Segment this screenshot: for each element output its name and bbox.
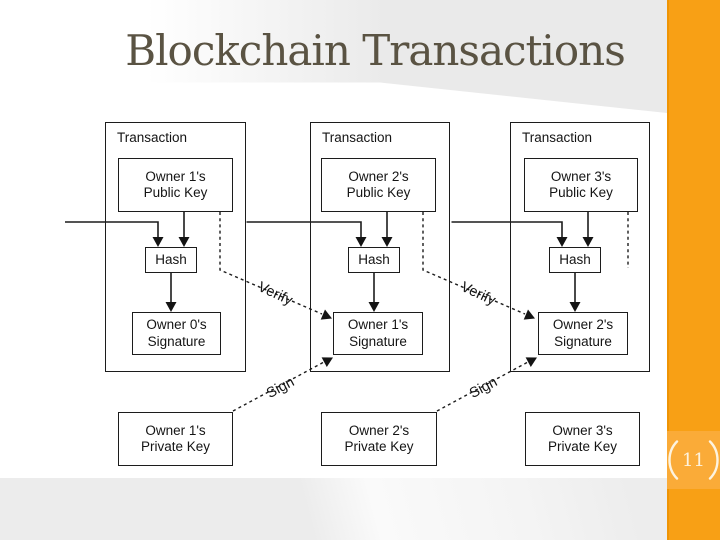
hash-2-label: Hash bbox=[358, 251, 390, 267]
owner3-private-key-line2: Private Key bbox=[547, 439, 618, 454]
transaction-3-label: Transaction bbox=[522, 130, 593, 145]
hash-1-label: Hash bbox=[155, 251, 187, 267]
hash-3-label: Hash bbox=[559, 251, 591, 267]
page-number-bracket-right-icon bbox=[708, 440, 719, 480]
owner1-signature-line2: Signature bbox=[349, 333, 407, 349]
owner2-private-key-line1: Owner 2's bbox=[348, 422, 410, 438]
owner1-public-key-box: Owner 1's Public Key bbox=[118, 158, 233, 212]
owner2-private-key-line2: Private Key bbox=[344, 439, 414, 454]
verify-label-1: Verify bbox=[255, 279, 295, 309]
page-number: 11 bbox=[682, 450, 705, 471]
owner1-public-key-line1: Owner 1's bbox=[145, 168, 206, 184]
hash-box-2: Hash bbox=[348, 247, 400, 273]
owner2-public-key-line1: Owner 2's bbox=[348, 168, 409, 184]
owner2-signature-line2: Signature bbox=[554, 333, 612, 349]
hash-box-1: Hash bbox=[145, 247, 197, 273]
slide-title: Blockchain Transactions bbox=[125, 26, 625, 75]
page-number-bracket-left-icon bbox=[668, 440, 679, 480]
owner2-signature-box: Owner 2's Signature bbox=[538, 312, 628, 355]
owner3-public-key-box: Owner 3's Public Key bbox=[524, 158, 638, 212]
owner3-public-key-line2: Public Key bbox=[549, 185, 613, 200]
owner2-public-key-line2: Public Key bbox=[346, 185, 411, 200]
transaction-1-label: Transaction bbox=[117, 130, 188, 145]
sign-label-2: Sign bbox=[466, 374, 501, 402]
owner3-private-key-box: Owner 3's Private Key bbox=[525, 412, 640, 466]
owner2-signature-line1: Owner 2's bbox=[552, 317, 614, 332]
verify-label-2: Verify bbox=[458, 279, 498, 309]
sign-label-1: Sign bbox=[263, 374, 298, 402]
owner0-signature-box: Owner 0's Signature bbox=[132, 312, 221, 355]
transaction-2-label: Transaction bbox=[322, 130, 393, 145]
owner1-signature-line1: Owner 1's bbox=[347, 317, 409, 332]
owner1-private-key-line2: Private Key bbox=[140, 439, 211, 454]
owner2-public-key-box: Owner 2's Public Key bbox=[321, 158, 436, 212]
owner2-private-key-box: Owner 2's Private Key bbox=[321, 412, 437, 466]
owner3-private-key-line1: Owner 3's bbox=[552, 422, 613, 438]
owner0-signature-line2: Signature bbox=[147, 333, 206, 349]
hash-box-3: Hash bbox=[549, 247, 601, 273]
owner1-public-key-line2: Public Key bbox=[143, 185, 208, 200]
owner1-private-key-line1: Owner 1's bbox=[145, 422, 206, 438]
owner3-public-key-line1: Owner 3's bbox=[550, 168, 612, 184]
owner1-signature-box: Owner 1's Signature bbox=[333, 312, 423, 355]
owner0-signature-line1: Owner 0's bbox=[146, 317, 207, 332]
owner1-private-key-box: Owner 1's Private Key bbox=[118, 412, 233, 466]
background-bottom-band bbox=[0, 478, 667, 540]
page-number-badge: 11 bbox=[667, 431, 720, 489]
